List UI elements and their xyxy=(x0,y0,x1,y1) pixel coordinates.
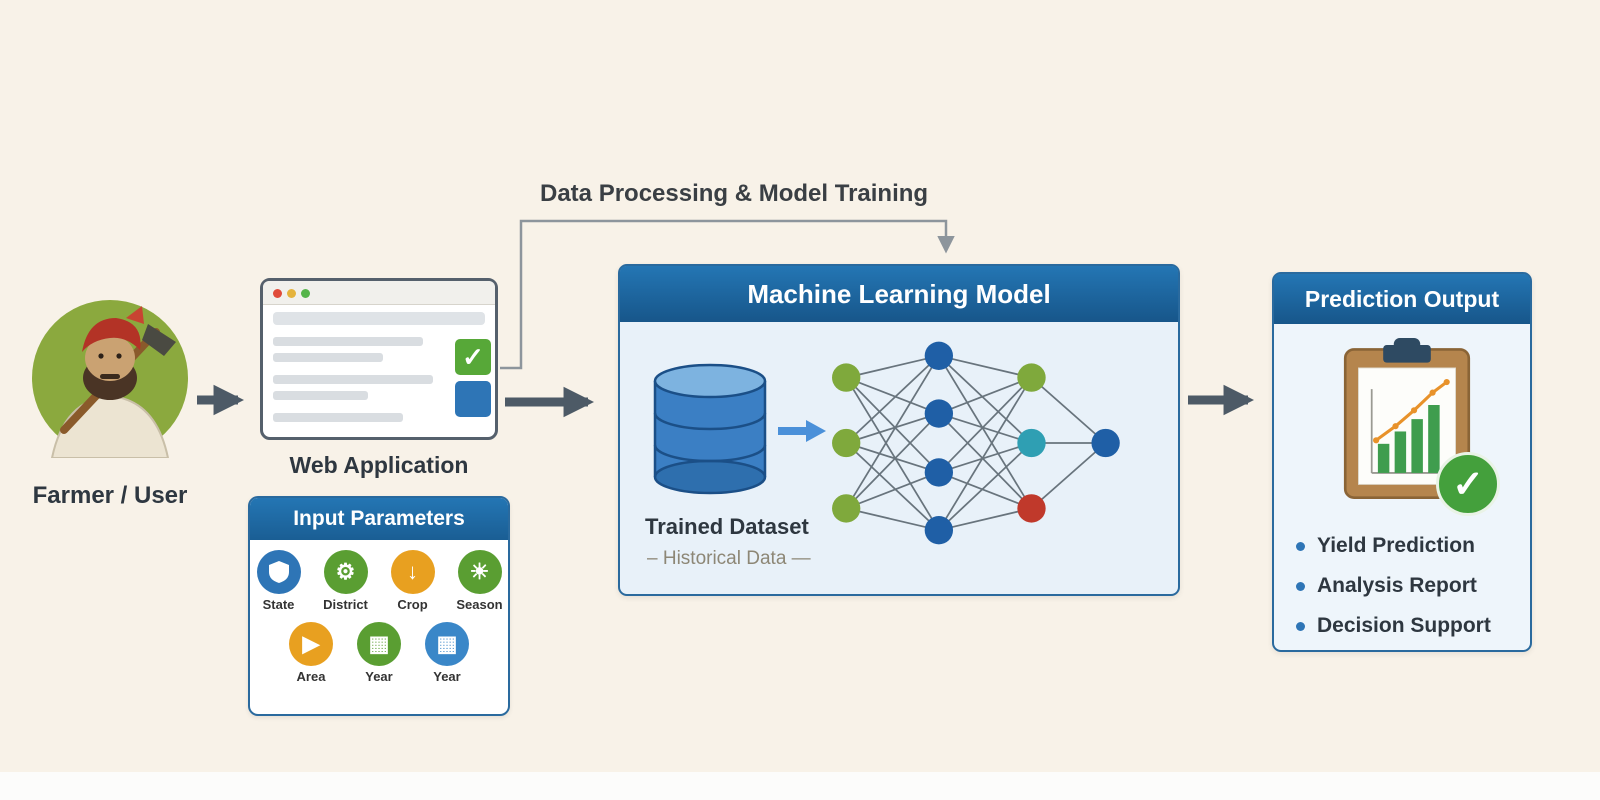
param-label: Year xyxy=(433,669,461,684)
dataflow-arrow-icon xyxy=(778,420,826,442)
window-minimize-dot-icon xyxy=(287,289,296,298)
param-label: District xyxy=(323,597,368,612)
browser-titlebar xyxy=(263,281,495,305)
ml-model-title: Machine Learning Model xyxy=(620,266,1178,322)
list-item: Yield Prediction xyxy=(1296,526,1491,566)
param-label: Crop xyxy=(397,597,428,612)
content-line xyxy=(273,413,403,422)
param-district: ⚙ District xyxy=(317,550,374,612)
content-line xyxy=(273,375,433,384)
submit-square-icon xyxy=(455,381,491,417)
param-label: Area xyxy=(296,669,326,684)
content-line xyxy=(273,391,368,400)
window-close-dot-icon xyxy=(273,289,282,298)
calendar-icon: ▦ xyxy=(357,622,401,666)
param-state: State xyxy=(250,550,307,612)
district-gear-icon: ⚙ xyxy=(323,550,368,594)
param-year-2: ▦ Year xyxy=(418,622,476,684)
param-area: ▶ Area xyxy=(282,622,340,684)
param-label: Year xyxy=(365,669,393,684)
database-icon xyxy=(653,363,767,495)
process-flow-label: Data Processing & Model Training xyxy=(540,180,929,207)
prediction-output-panel: Prediction Output ✓ Yield Prediction xyxy=(1272,272,1532,652)
trained-dataset-label: Trained Dataset xyxy=(645,514,809,539)
prediction-output-title: Prediction Output xyxy=(1274,274,1530,324)
input-parameters-panel: Input Parameters State ⚙ District ↓ Crop… xyxy=(248,496,510,716)
farmer-avatar-icon xyxy=(32,300,188,458)
list-item: Decision Support xyxy=(1296,606,1491,646)
list-item-label: Yield Prediction xyxy=(1317,534,1475,557)
web-application-label: Web Application xyxy=(289,452,469,478)
success-check-icon: ✓ xyxy=(1436,452,1500,516)
historical-data-label: – Historical Data — xyxy=(647,548,811,569)
crop-download-icon: ↓ xyxy=(390,550,435,594)
content-line xyxy=(273,353,383,362)
list-item-label: Analysis Report xyxy=(1317,574,1477,597)
neural-network-icon xyxy=(832,341,1120,545)
list-item-label: Decision Support xyxy=(1317,614,1491,637)
bottom-margin-strip xyxy=(0,772,1600,800)
bullet-dot-icon xyxy=(1296,541,1305,551)
param-label: State xyxy=(262,597,295,612)
web-application-window: ✓ xyxy=(260,278,498,440)
bullet-dot-icon xyxy=(1296,621,1305,631)
param-label: Season xyxy=(456,597,503,612)
state-shield-icon xyxy=(256,550,301,594)
season-sun-icon: ☀ xyxy=(457,550,502,594)
param-year-1: ▦ Year xyxy=(350,622,408,684)
input-parameters-row-1: State ⚙ District ↓ Crop ☀ Season xyxy=(250,550,508,612)
form-check-icon: ✓ xyxy=(455,339,491,375)
window-maximize-dot-icon xyxy=(301,289,310,298)
ml-model-panel: Machine Learning Model xyxy=(618,264,1180,596)
prediction-output-list: Yield Prediction Analysis Report Decisio… xyxy=(1296,526,1491,646)
report-clipboard-icon xyxy=(1343,337,1471,499)
content-line xyxy=(273,337,423,346)
bullet-dot-icon xyxy=(1296,581,1305,591)
farmer-label: Farmer / User xyxy=(32,482,188,509)
param-crop: ↓ Crop xyxy=(384,550,441,612)
input-parameters-title: Input Parameters xyxy=(250,498,508,540)
input-parameters-row-2: ▶ Area ▦ Year ▦ Year xyxy=(250,622,508,684)
address-bar xyxy=(273,312,485,325)
list-item: Analysis Report xyxy=(1296,566,1491,606)
param-season: ☀ Season xyxy=(451,550,508,612)
area-play-icon: ▶ xyxy=(289,622,333,666)
calendar-icon: ▦ xyxy=(425,622,469,666)
